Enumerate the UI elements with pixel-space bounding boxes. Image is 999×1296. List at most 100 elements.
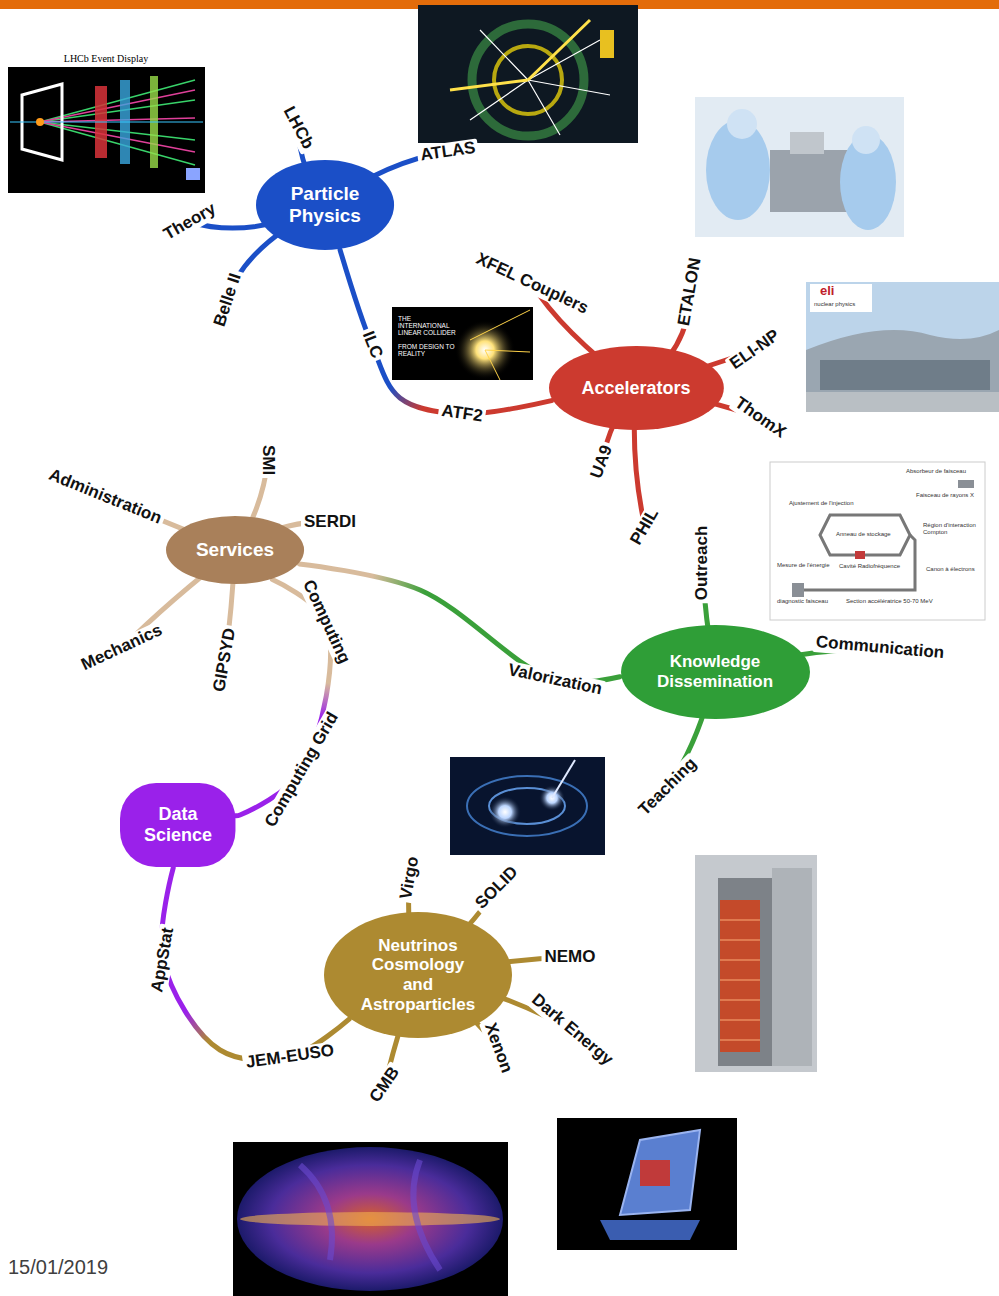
hub-title: Neutrinos Cosmology and Astroparticles	[357, 936, 479, 1014]
jets	[450, 20, 590, 90]
schematic-label: diagnostic faisceau	[776, 598, 829, 605]
branch-label: SOLID	[470, 861, 524, 915]
hub-fill	[120, 783, 235, 867]
schematic-label: Mesure de l'énergie	[776, 562, 831, 569]
thomx-schematic	[770, 462, 985, 620]
hub-fill	[166, 516, 304, 584]
schematic-label: Absorbeur de faisceau	[905, 468, 967, 475]
branch-label: UA9	[586, 440, 617, 484]
energy-deposit	[600, 30, 614, 58]
hub-fill	[549, 346, 724, 430]
dust-filaments	[300, 1160, 440, 1270]
branch-label: Valorization	[503, 660, 606, 699]
branch-label: GIPSYD	[210, 624, 241, 696]
image-ground	[392, 307, 533, 380]
apparatus	[790, 132, 824, 154]
hub-fill	[621, 625, 810, 719]
branch-label: Virgo	[397, 852, 424, 904]
branch-label: ATLAS	[416, 138, 479, 165]
module-rows	[720, 920, 760, 1040]
image-ground	[8, 50, 205, 193]
schematic-label: Canon à électrons	[925, 566, 976, 573]
branch-label: Outreach	[693, 523, 712, 604]
rf-cavity	[855, 551, 865, 559]
eli-building-photo	[806, 282, 999, 412]
wave-ring	[467, 776, 587, 836]
sky	[806, 282, 999, 412]
branch-label: Xenon	[479, 1018, 516, 1079]
branch-label: ETALON	[674, 254, 705, 331]
image-ground	[557, 1118, 737, 1250]
branch-label: ThomX	[729, 392, 792, 444]
schematic-label: Région d'interaction Compton	[922, 522, 980, 535]
branch-label: Teaching	[633, 752, 702, 821]
branch-label: ATF2	[437, 401, 486, 426]
branch-label: Computing	[297, 575, 354, 670]
branch-lines	[105, 128, 880, 1085]
electron-gun	[792, 583, 804, 597]
branch-connector	[161, 868, 349, 1060]
image-caption: FROM DESIGN TO REALITY	[398, 343, 462, 357]
storage-ring	[820, 515, 910, 555]
sky-map	[237, 1147, 503, 1291]
hub-title: Particle Physics	[279, 183, 371, 227]
hub-title: Data Science	[140, 804, 216, 845]
glass-facade	[820, 360, 990, 390]
tracks	[470, 30, 610, 135]
hub-fill	[256, 160, 394, 250]
branch-label: ELI-NP	[724, 325, 785, 376]
branch-label: Mechanics	[76, 620, 168, 676]
branch-label: SERDI	[301, 513, 359, 532]
building	[806, 330, 999, 412]
instrument	[640, 1160, 670, 1186]
hub-title: Knowledge Dissemination	[651, 652, 779, 691]
ilc-image	[392, 307, 533, 380]
branch-label: PHIL	[626, 503, 665, 551]
topic-hub: Neutrinos Cosmology and Astroparticles	[323, 911, 513, 1039]
cleanroom-photo	[695, 97, 904, 237]
apparatus	[770, 150, 848, 212]
hub-title: Services	[189, 539, 281, 561]
branch-label: Communication	[812, 633, 948, 663]
branch-label: Theory	[158, 198, 222, 246]
topic-hub: Services	[165, 515, 305, 585]
logo-plate	[810, 284, 872, 312]
branch-label: AppStat	[148, 923, 179, 996]
beam-dump	[958, 480, 974, 488]
branch-label: CMB	[365, 1061, 406, 1108]
vertex	[36, 118, 44, 126]
branch-label: Administration	[43, 465, 167, 530]
image-caption: THE INTERNATIONAL LINEAR COLLIDER	[398, 315, 462, 336]
date-stamp: 15/01/2019	[8, 1256, 108, 1278]
telescope-base	[600, 1220, 700, 1240]
image-ground	[233, 1142, 508, 1296]
telescope-tube	[620, 1130, 700, 1215]
star	[489, 796, 521, 828]
branch-label: SMI	[259, 442, 278, 478]
topic-hub: Data Science	[119, 782, 236, 868]
branch-label: Dark Energy	[525, 989, 618, 1072]
branch-label: ILC	[357, 326, 387, 364]
image-ground	[695, 97, 904, 237]
solid-detector-photo	[695, 855, 817, 1072]
jet	[552, 760, 575, 798]
branch-label: JEM-EUSO	[242, 1041, 338, 1073]
topic-hub: Knowledge Dissemination	[620, 624, 811, 720]
telescope-image	[557, 1118, 737, 1250]
branch-label: XFEL Couplers	[470, 249, 593, 320]
logo-text: eli	[820, 284, 834, 298]
branch-label: NEMO	[542, 948, 599, 967]
rays	[470, 310, 530, 380]
wall-panel	[772, 868, 812, 1066]
lhcb-event-image	[8, 50, 205, 193]
image-ground	[695, 855, 817, 1072]
topic-hub: Accelerators	[548, 345, 725, 431]
hub-title: Accelerators	[577, 378, 695, 399]
ground	[806, 392, 999, 412]
schematic-frame	[770, 462, 985, 620]
schematic-label: Anneau de stockage	[835, 531, 892, 538]
logo-box	[186, 168, 200, 180]
image-title-strip	[8, 50, 205, 67]
